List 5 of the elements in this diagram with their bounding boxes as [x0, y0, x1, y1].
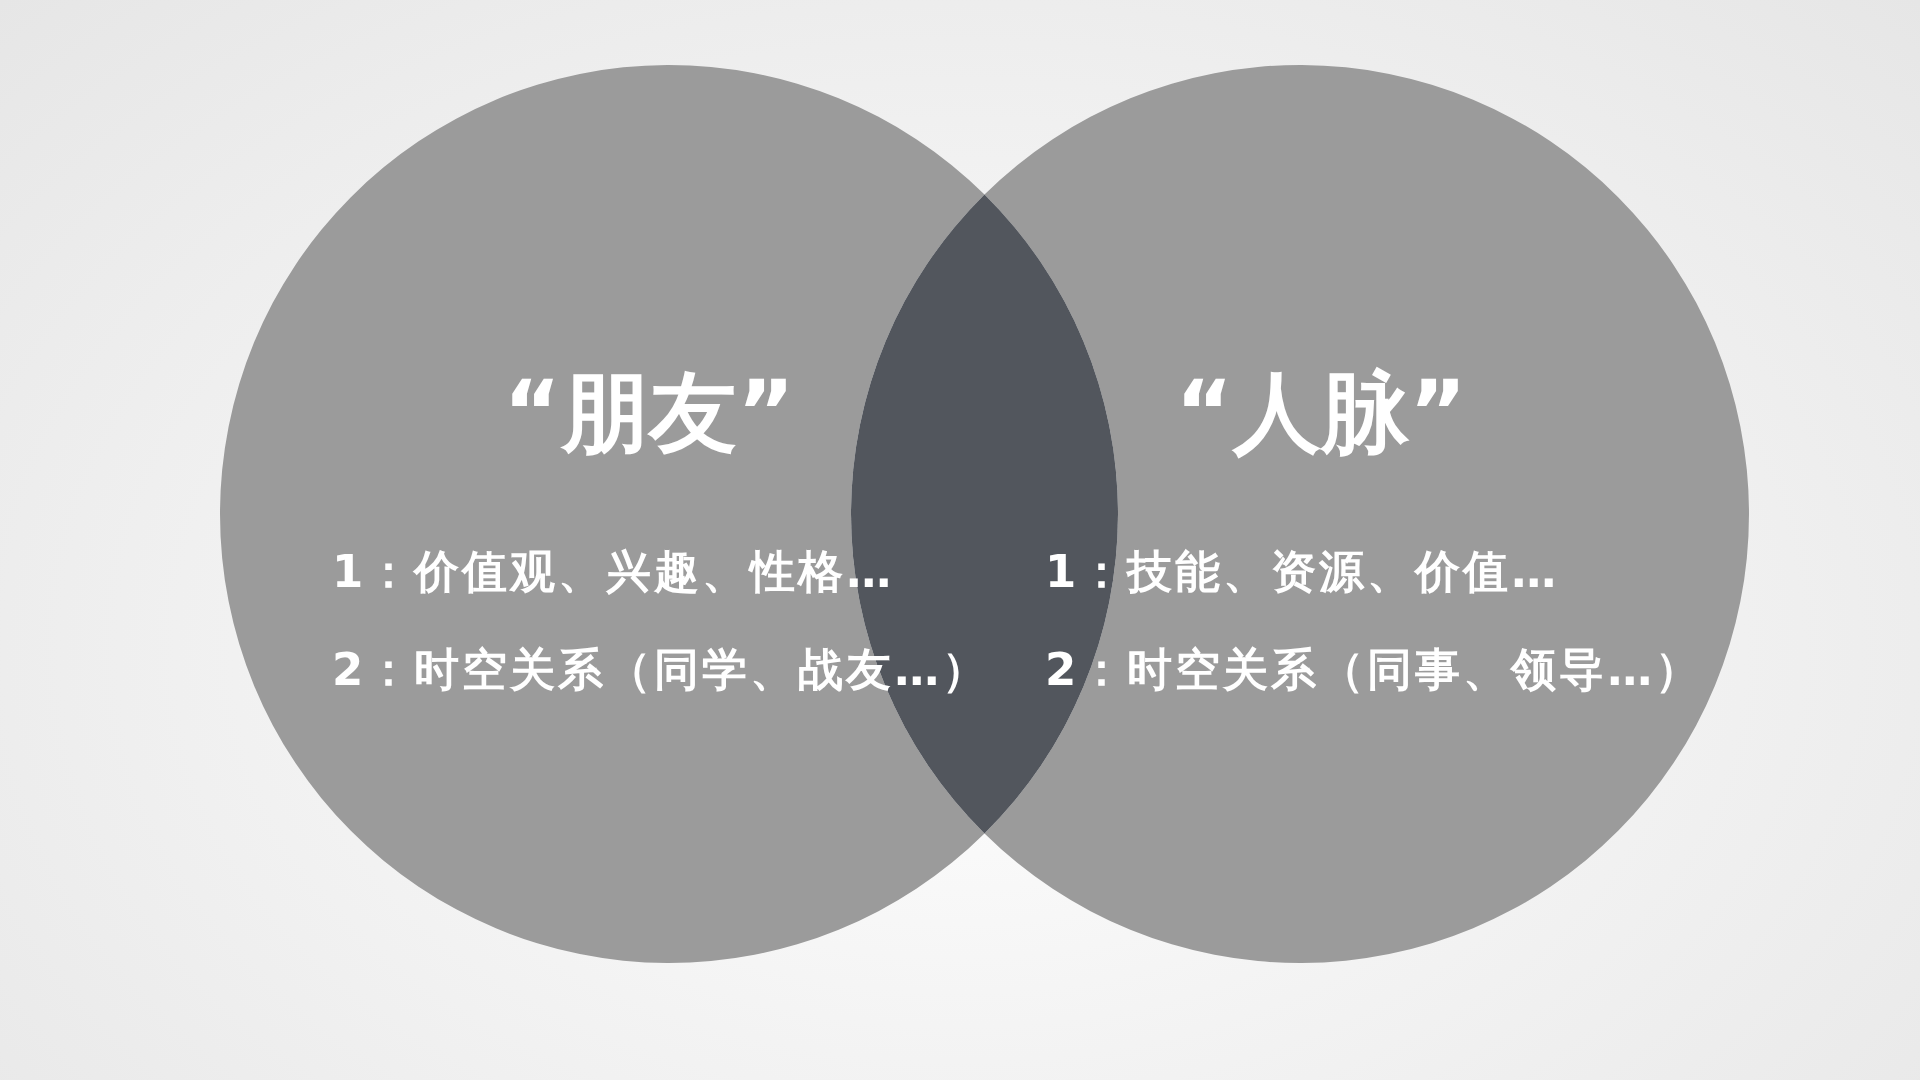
list-item-text: 1：价值观、兴趣、性格…: [332, 549, 895, 594]
circle-heading: “朋友”: [503, 369, 795, 457]
list-item-text: 2：时空关系（同事、领导…）: [1045, 647, 1704, 692]
list-item-text: 1：技能、资源、价值…: [1045, 549, 1560, 594]
circle-heading: “人脉”: [1175, 369, 1467, 457]
